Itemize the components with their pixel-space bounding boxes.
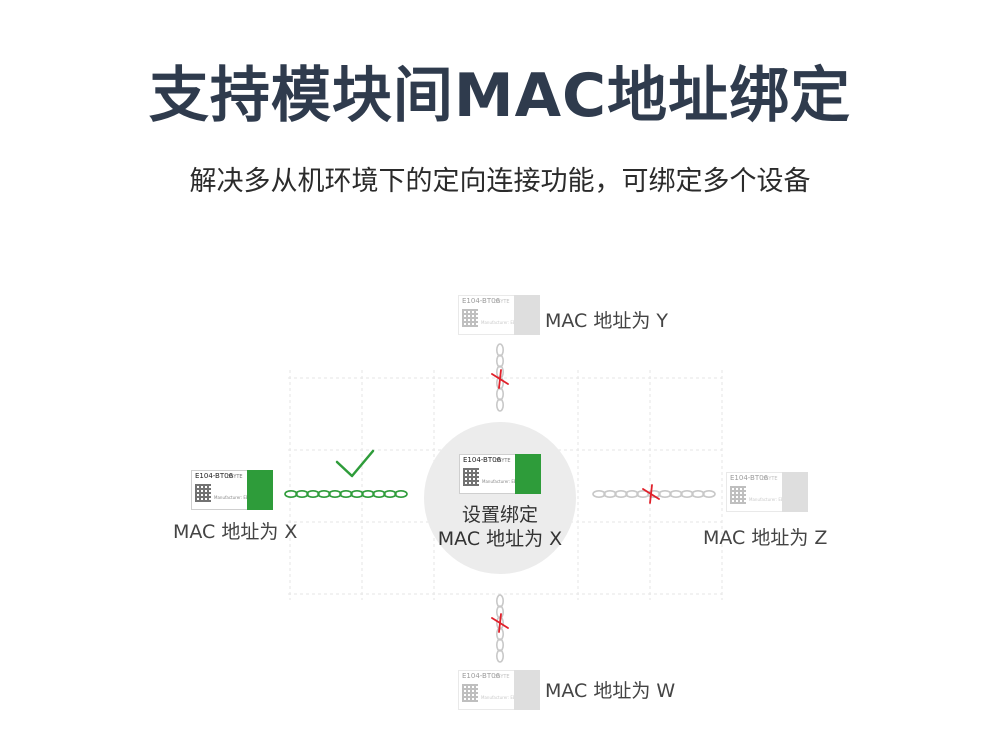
module-pcb-icon <box>514 670 540 710</box>
device-label-left: MAC 地址为 X <box>173 521 298 543</box>
cross-icon <box>491 369 509 389</box>
qr-code-icon <box>462 309 478 327</box>
module-maker-text: Manufacturer: EBYTE <box>214 495 256 500</box>
module-brand-text: EBYTE <box>227 474 243 480</box>
chain-link <box>680 489 694 498</box>
module-model-text: E104-BT06 <box>730 474 769 482</box>
module-pcb-icon <box>515 454 541 494</box>
qr-code-icon <box>462 684 478 702</box>
device-module-bottom: E104-BT06 EBYTE Manufacturer: EBYTE <box>458 670 540 710</box>
module-model-text: E104-BT06 <box>462 297 501 305</box>
chain-link <box>636 489 650 498</box>
chain-link <box>350 489 364 498</box>
module-brand-text: EBYTE <box>494 674 510 680</box>
module-brand-text: EBYTE <box>494 299 510 305</box>
chain-link <box>647 489 661 498</box>
device-label-right: MAC 地址为 Z <box>703 527 828 549</box>
chain-link <box>495 387 504 401</box>
chain-link <box>317 489 331 498</box>
chain-link <box>669 489 683 498</box>
module-model-text: E104-BT06 <box>195 472 234 480</box>
chain-link <box>625 489 639 498</box>
chain-link <box>691 489 705 498</box>
page-subtitle: 解决多从机环境下的定向连接功能，可绑定多个设备 <box>189 166 811 197</box>
chain-link <box>328 489 342 498</box>
page-title: 支持模块间MAC地址绑定 <box>148 61 852 131</box>
chain-link <box>372 489 386 498</box>
chain-link <box>295 489 309 498</box>
module-maker-text: Manufacturer: EBYTE <box>481 695 523 700</box>
module-brand-text: EBYTE <box>495 458 511 464</box>
chain-link <box>495 594 504 608</box>
chain-link <box>495 398 504 412</box>
chain-link <box>495 638 504 652</box>
qr-code-icon <box>730 486 746 504</box>
center-circle <box>424 422 576 574</box>
device-module-right: E104-BT06 EBYTE Manufacturer: EBYTE <box>726 472 808 512</box>
chain-link <box>495 354 504 368</box>
device-label-bottom: MAC 地址为 W <box>545 680 676 702</box>
chain-link <box>495 649 504 663</box>
module-maker-text: Manufacturer: EBYTE <box>749 497 791 502</box>
module-model-text: E104-BT06 <box>463 456 502 464</box>
module-pcb-icon <box>782 472 808 512</box>
module-pcb-icon <box>514 295 540 335</box>
module-model-text: E104-BT06 <box>462 672 501 680</box>
qr-code-icon <box>195 484 211 502</box>
center-label-line1: 设置绑定 <box>461 504 538 526</box>
chain-link <box>339 489 353 498</box>
module-brand-text: EBYTE <box>762 476 778 482</box>
chain-link-icon <box>495 343 504 412</box>
device-module-top: E104-BT06 EBYTE Manufacturer: EBYTE <box>458 295 540 335</box>
chain-link <box>284 489 298 498</box>
chain-link-icon <box>284 489 408 498</box>
chain-link-icon <box>592 489 716 498</box>
chain-link <box>592 489 606 498</box>
chain-link <box>394 489 408 498</box>
chain-link <box>495 343 504 357</box>
device-module-center: E104-BT06 EBYTE Manufacturer: EBYTE <box>459 454 541 494</box>
module-maker-text: Manufacturer: EBYTE <box>481 320 523 325</box>
cross-icon <box>491 613 509 633</box>
chain-link <box>306 489 320 498</box>
check-icon <box>335 449 375 478</box>
device-label-top: MAC 地址为 Y <box>545 310 669 332</box>
module-pcb-icon <box>247 470 273 510</box>
chain-link <box>383 489 397 498</box>
chain-link <box>361 489 375 498</box>
cross-icon <box>642 484 660 504</box>
device-module-left: E104-BT06 EBYTE Manufacturer: EBYTE <box>191 470 273 510</box>
chain-link <box>603 489 617 498</box>
chain-link <box>658 489 672 498</box>
module-maker-text: Manufacturer: EBYTE <box>482 479 524 484</box>
qr-code-icon <box>463 468 479 486</box>
chain-link <box>702 489 716 498</box>
center-label-line2: MAC 地址为 X <box>437 528 563 550</box>
chain-link <box>614 489 628 498</box>
